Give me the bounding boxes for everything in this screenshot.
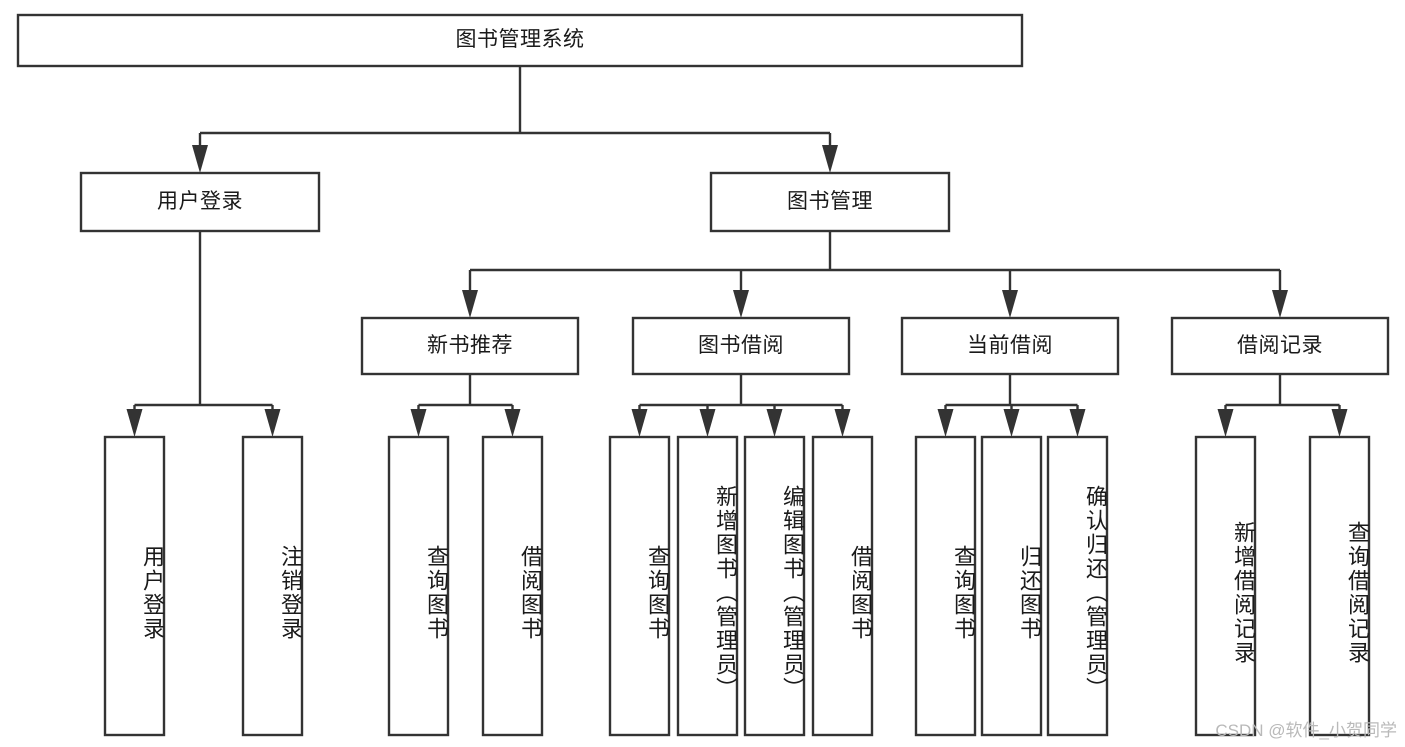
edge-arrow-book-manage-head [822, 145, 838, 173]
node-leaf-confirm-return[interactable] [1046, 435, 1109, 737]
node-leaf-borrow-book-1[interactable] [481, 435, 544, 737]
node-leaf-user-logout[interactable] [241, 435, 304, 737]
node-leaf-edit-book[interactable] [745, 437, 804, 735]
node-leaf-query-book-3[interactable] [914, 435, 977, 737]
node-leaf-query-book-1[interactable] [387, 435, 450, 737]
node-leaf-return-book[interactable] [982, 437, 1041, 735]
edge-arrow-leaf-query-book-2-head [631, 409, 648, 437]
edge-arrow-borrow-record-head [1272, 290, 1288, 318]
node-leaf-query-book-2[interactable] [608, 435, 671, 737]
edge-arrow-leaf-user-logout-head [264, 409, 281, 437]
node-leaf-user-login[interactable] [105, 437, 164, 735]
connector-layer [126, 66, 1348, 437]
node-new-book-recommend[interactable] [362, 318, 578, 374]
node-leaf-query-record[interactable] [1308, 435, 1371, 737]
node-leaf-add-book[interactable] [676, 435, 739, 737]
edge-arrow-leaf-add-book-head [699, 409, 716, 437]
edge-arrow-leaf-add-record-head [1217, 409, 1234, 437]
node-root-图书管理系统[interactable] [16, 13, 1024, 68]
node-borrow-record[interactable] [1172, 318, 1388, 374]
node-book-borrow[interactable] [631, 316, 851, 376]
node-book-borrow[interactable] [633, 318, 849, 374]
edge-arrow-leaf-query-record-head [1331, 409, 1348, 437]
node-current-borrow[interactable] [900, 316, 1120, 376]
node-leaf-user-login[interactable] [103, 435, 166, 737]
node-leaf-add-record[interactable] [1196, 437, 1255, 735]
node-box-layer [16, 13, 1390, 737]
node-leaf-confirm-return[interactable] [1048, 437, 1107, 735]
node-borrow-record[interactable] [1170, 316, 1390, 376]
edge-arrow-leaf-return-book-head [1003, 409, 1020, 437]
node-leaf-query-book-3[interactable] [916, 437, 975, 735]
node-new-book-recommend[interactable] [360, 316, 580, 376]
node-leaf-query-book-2[interactable] [610, 437, 669, 735]
node-leaf-borrow-book-2[interactable] [813, 437, 872, 735]
edge-arrow-leaf-borrow-book-2-head [834, 409, 851, 437]
edge-arrow-leaf-query-book-1-head [410, 409, 427, 437]
node-leaf-query-book-1[interactable] [389, 437, 448, 735]
edge-arrow-user-login-head [192, 145, 208, 173]
node-leaf-borrow-book-2[interactable] [811, 435, 874, 737]
node-user-login[interactable] [79, 171, 321, 233]
node-book-manage[interactable] [709, 171, 951, 233]
node-user-login[interactable] [81, 173, 319, 231]
edge-arrow-leaf-borrow-book-1-head [504, 409, 521, 437]
edge-arrow-leaf-query-book-3-head [937, 409, 954, 437]
node-current-borrow[interactable] [902, 318, 1118, 374]
node-root-图书管理系统[interactable] [18, 15, 1022, 66]
node-leaf-return-book[interactable] [980, 435, 1043, 737]
edge-arrow-new-book-recommend-head [462, 290, 478, 318]
node-book-manage[interactable] [711, 173, 949, 231]
node-leaf-user-logout[interactable] [243, 437, 302, 735]
node-leaf-borrow-book-1[interactable] [483, 437, 542, 735]
edge-arrow-leaf-edit-book-head [766, 409, 783, 437]
node-leaf-add-record[interactable] [1194, 435, 1257, 737]
edge-arrow-leaf-user-login-head [126, 409, 143, 437]
node-leaf-query-record[interactable] [1310, 437, 1369, 735]
edge-arrow-leaf-confirm-return-head [1069, 409, 1086, 437]
edge-arrow-book-borrow-head [733, 290, 749, 318]
node-leaf-add-book[interactable] [678, 437, 737, 735]
node-leaf-edit-book[interactable] [743, 435, 806, 737]
edge-arrow-current-borrow-head [1002, 290, 1018, 318]
